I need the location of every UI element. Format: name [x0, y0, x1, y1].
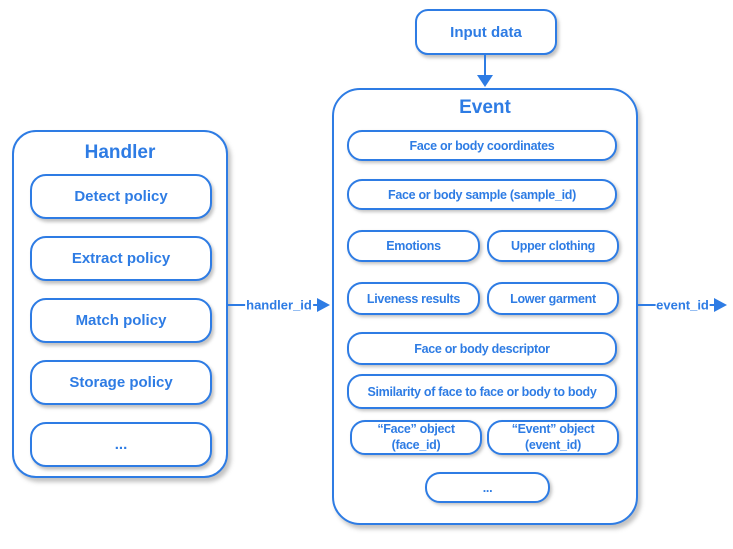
event-item-label: Lower garment	[510, 291, 596, 306]
event-item-label-line1: “Event” object	[511, 421, 595, 436]
arrow-event-out: event_id	[638, 294, 727, 316]
event-item-label: Face or body coordinates	[409, 138, 555, 153]
event-item-emotions: Emotions	[347, 230, 480, 262]
event-item-label: Similarity of face to face or body to bo…	[367, 384, 597, 399]
event-item-face-object: “Face” object (face_id)	[350, 420, 482, 455]
input-data-node: Input data	[415, 9, 557, 55]
handler-container: Handler Detect policy Extract policy Mat…	[12, 130, 228, 478]
event-item-sample: Face or body sample (sample_id)	[347, 179, 617, 210]
event-item-descriptor: Face or body descriptor	[347, 332, 617, 365]
event-item-label-line2: (event_id)	[524, 437, 582, 452]
event-container: Event Face or body coordinates Face or b…	[332, 88, 638, 525]
handler-item-label: Storage policy	[69, 374, 173, 391]
arrowhead-down-icon	[477, 75, 493, 87]
event-item-coordinates: Face or body coordinates	[347, 130, 617, 161]
arrow-label-event-id: event_id	[655, 297, 710, 313]
event-item-label: Face or body sample (sample_id)	[388, 187, 576, 202]
handler-item-label: Detect policy	[74, 188, 168, 205]
event-item-label: Emotions	[386, 239, 441, 253]
event-item-label-line1: “Face” object	[377, 421, 455, 436]
arrowhead-right-icon	[317, 298, 330, 312]
handler-item-match-policy: Match policy	[30, 298, 212, 343]
event-item-similarity: Similarity of face to face or body to bo…	[347, 374, 617, 409]
handler-item-extract-policy: Extract policy	[30, 236, 212, 281]
event-item-label: Liveness results	[366, 291, 461, 306]
event-item-label: ...	[482, 480, 493, 495]
input-data-label: Input data	[450, 23, 522, 41]
event-item-ellipsis: ...	[425, 472, 550, 503]
event-item-upper-clothing: Upper clothing	[487, 230, 619, 262]
event-item-lower-garment: Lower garment	[487, 282, 619, 315]
handler-item-label: ...	[114, 436, 128, 453]
handler-item-storage-policy: Storage policy	[30, 360, 212, 405]
handler-item-detect-policy: Detect policy	[30, 174, 212, 219]
arrow-input-to-event	[484, 55, 486, 76]
event-item-event-object: “Event” object (event_id)	[487, 420, 619, 455]
handler-item-label: Extract policy	[71, 250, 171, 267]
arrow-label-handler-id: handler_id	[245, 297, 313, 313]
event-item-label: Face or body descriptor	[414, 341, 550, 356]
event-item-liveness-results: Liveness results	[347, 282, 480, 315]
handler-item-label: Match policy	[75, 312, 167, 329]
event-item-label: Upper clothing	[511, 239, 595, 253]
handler-item-ellipsis: ...	[30, 422, 212, 467]
handler-title: Handler	[84, 142, 156, 163]
arrow-handler-to-event: handler_id	[228, 294, 330, 316]
event-title: Event	[459, 97, 511, 118]
event-item-label-line2: (face_id)	[391, 437, 441, 452]
arrowhead-right-icon	[714, 298, 727, 312]
